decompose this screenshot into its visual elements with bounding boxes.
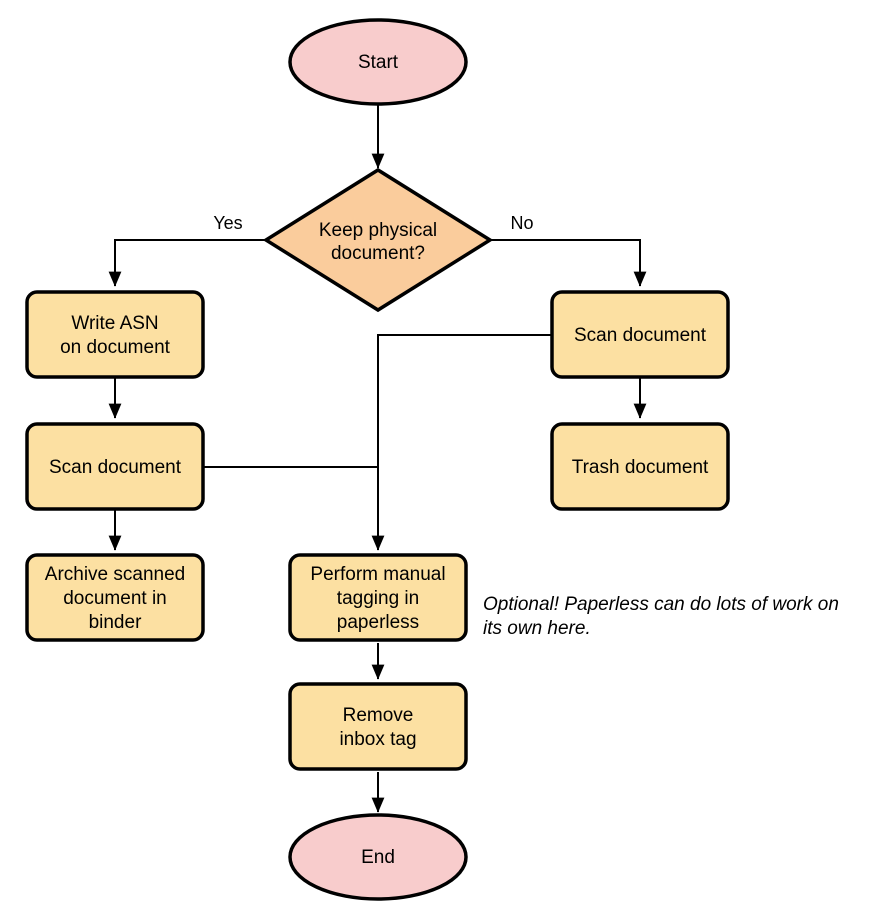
scan-right-box	[550, 290, 730, 379]
archive-label-line3: binder	[89, 612, 142, 633]
note-line2: its own here.	[483, 618, 591, 639]
archive-label-line2: document in	[63, 588, 167, 609]
edge-label-no: No	[510, 213, 533, 233]
decision-diamond	[262, 167, 494, 313]
write-asn-label-line1: Write ASN	[71, 313, 158, 334]
node-decision-keep-physical-document[interactable]: Keep physical document?	[262, 167, 494, 313]
archive-box	[25, 553, 205, 642]
scan-left-label: Scan document	[49, 457, 182, 478]
scan-right-label: Scan document	[574, 325, 707, 346]
annotation-note: Optional! Paperless can do lots of work …	[483, 594, 839, 639]
node-start[interactable]: Start	[288, 18, 468, 106]
start-ellipse	[288, 18, 468, 106]
decision-label-line2: document?	[331, 243, 425, 264]
tagging-label-line1: Perform manual	[310, 564, 445, 585]
node-trash-document[interactable]: Trash document	[550, 422, 730, 511]
tagging-label-line2: tagging in	[337, 588, 419, 609]
trash-box	[550, 422, 730, 511]
trash-label: Trash document	[572, 457, 709, 478]
edge-decision-yes-to-write-asn	[108, 239, 266, 287]
decision-label-line1: Keep physical	[319, 220, 437, 241]
note-line1: Optional! Paperless can do lots of work …	[483, 594, 839, 615]
write-asn-label-line2: on document	[60, 337, 171, 358]
node-write-asn-on-document[interactable]: Write ASN on document	[25, 290, 205, 379]
edge-scan-right-to-tagging	[371, 334, 552, 551]
remove-inbox-box	[288, 682, 468, 771]
edge-decision-no-to-scan-right	[490, 239, 647, 287]
remove-inbox-label-line1: Remove	[343, 705, 414, 726]
tagging-box	[288, 553, 468, 642]
end-ellipse	[288, 813, 468, 901]
edge-label-yes: Yes	[213, 213, 242, 233]
node-remove-inbox-tag[interactable]: Remove inbox tag	[288, 682, 468, 771]
node-perform-manual-tagging[interactable]: Perform manual tagging in paperless	[288, 553, 468, 642]
scan-left-box	[25, 422, 205, 511]
node-scan-document-left[interactable]: Scan document	[25, 422, 205, 511]
archive-label-line1: Archive scanned	[45, 564, 185, 585]
end-label: End	[361, 847, 395, 868]
remove-inbox-label-line2: inbox tag	[339, 729, 416, 750]
node-archive-scanned-document[interactable]: Archive scanned document in binder	[25, 553, 205, 642]
write-asn-box	[25, 290, 205, 379]
node-end[interactable]: End	[288, 813, 468, 901]
tagging-label-line3: paperless	[337, 612, 419, 633]
start-label: Start	[358, 52, 399, 73]
node-scan-document-right[interactable]: Scan document	[550, 290, 730, 379]
connector-layer	[108, 104, 647, 813]
